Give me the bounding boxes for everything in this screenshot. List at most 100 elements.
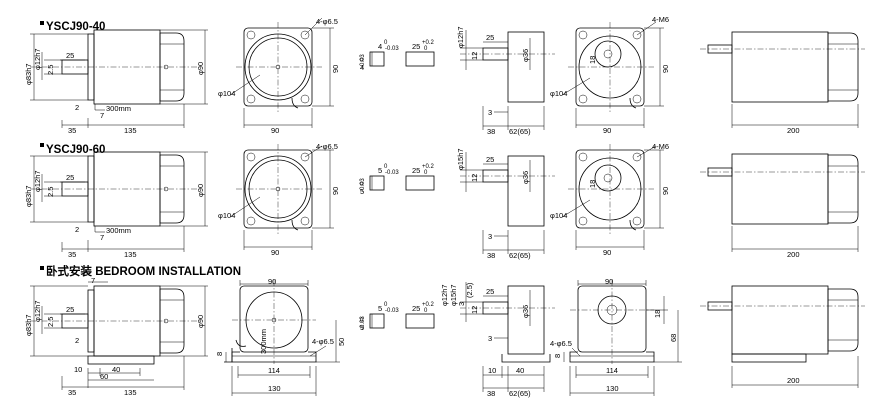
svg-text:25: 25 — [66, 51, 74, 60]
svg-text:135: 135 — [124, 126, 137, 135]
svg-text:0: 0 — [424, 308, 428, 314]
svg-text:10: 10 — [488, 366, 496, 375]
row-title: YSCJ90-40 — [46, 21, 105, 33]
svg-text:25: 25 — [486, 33, 494, 42]
svg-text:300mm: 300mm — [106, 226, 131, 235]
svg-text:-0.03: -0.03 — [385, 308, 399, 314]
svg-text:200: 200 — [787, 126, 800, 135]
gearbox-side-view: φ15h7 25 12 φ36 3 38 62(65) — [456, 148, 555, 260]
svg-text:2.5: 2.5 — [46, 187, 55, 197]
svg-text:φ12h7: φ12h7 — [33, 48, 42, 70]
svg-text:135: 135 — [124, 388, 137, 397]
svg-text:90: 90 — [661, 187, 670, 195]
svg-text:38: 38 — [487, 251, 495, 260]
svg-text:8: 8 — [215, 352, 224, 356]
svg-text:200: 200 — [787, 250, 800, 259]
svg-text:7: 7 — [91, 276, 95, 285]
svg-text:+0.2: +0.2 — [422, 302, 435, 308]
gearbox-front-view: 4-M6 18 φ104 90 90 — [550, 142, 670, 257]
svg-text:18: 18 — [653, 310, 662, 318]
side-view-motor-foot: φ83h7 φ12h7 2.5 25 φ90 2 7 10 40 60 35 1… — [24, 276, 208, 397]
svg-text:5: 5 — [378, 304, 382, 313]
svg-text:12: 12 — [470, 174, 479, 182]
svg-text:φ83h7: φ83h7 — [24, 314, 33, 336]
svg-text:2: 2 — [75, 225, 79, 234]
svg-text:(2.5): (2.5) — [465, 282, 474, 298]
svg-text:φ83h7: φ83h7 — [24, 63, 33, 85]
gearbox-side-view-foot: φ12h7 φ15h7 3 (2.5) 25 12 φ36 3 10 40 38… — [440, 282, 555, 398]
svg-text:+0.2: +0.2 — [422, 40, 435, 46]
svg-text:-0.03: -0.03 — [385, 46, 399, 52]
svg-text:φ36: φ36 — [521, 305, 530, 318]
row-title: 卧式安装 BEDROOM INSTALLATION — [46, 264, 241, 278]
svg-text:130: 130 — [268, 384, 281, 393]
svg-text:φ12h7: φ12h7 — [33, 170, 42, 192]
svg-text:2: 2 — [75, 336, 79, 345]
svg-text:90: 90 — [661, 65, 670, 73]
overall-view-foot: 200 — [700, 285, 865, 388]
svg-text:68: 68 — [669, 334, 678, 342]
svg-text:90: 90 — [605, 277, 613, 286]
svg-text:5: 5 — [378, 166, 382, 175]
svg-text:114: 114 — [268, 366, 280, 375]
svg-text:8: 8 — [553, 354, 562, 358]
svg-text:φ15h7: φ15h7 — [449, 284, 458, 306]
svg-text:90: 90 — [271, 248, 279, 257]
svg-text:25: 25 — [486, 287, 494, 296]
svg-text:3: 3 — [488, 232, 492, 241]
key-detail-long: 25 +0.2 0 — [405, 164, 435, 191]
svg-text:5: 5 — [360, 187, 364, 196]
svg-text:300mm: 300mm — [106, 104, 131, 113]
svg-text:φ83h7: φ83h7 — [24, 185, 33, 207]
side-view-motor: φ83h7 φ12h7 2.5 25 φ90 2 7 300mm 35 135 — [24, 29, 208, 135]
svg-text:φ12h7: φ12h7 — [440, 284, 449, 306]
svg-text:38: 38 — [487, 127, 495, 136]
svg-text:35: 35 — [68, 250, 76, 259]
overall-view: 200 — [700, 31, 865, 135]
svg-text:φ104: φ104 — [218, 211, 235, 220]
svg-text:90: 90 — [331, 187, 340, 195]
svg-text:φ90: φ90 — [196, 184, 205, 197]
svg-text:62(65): 62(65) — [509, 251, 531, 260]
svg-text:φ104: φ104 — [550, 211, 567, 220]
svg-text:0: 0 — [360, 58, 364, 64]
svg-text:135: 135 — [124, 250, 137, 259]
svg-text:φ15h7: φ15h7 — [456, 148, 465, 170]
svg-text:50: 50 — [337, 338, 346, 346]
svg-text:5: 5 — [360, 323, 364, 332]
svg-text:3: 3 — [457, 302, 466, 306]
title-marker — [40, 21, 44, 25]
svg-text:-0.03: -0.03 — [360, 54, 366, 68]
svg-text:0: 0 — [424, 46, 428, 52]
svg-text:4-M6: 4-M6 — [652, 142, 669, 151]
svg-text:114: 114 — [606, 366, 618, 375]
svg-text:4: 4 — [360, 63, 364, 72]
svg-text:12: 12 — [470, 306, 479, 314]
gearbox-side-view: φ12h7 25 12 φ36 3 38 62(65) — [456, 26, 555, 136]
svg-text:φ90: φ90 — [196, 315, 205, 328]
svg-text:2.5: 2.5 — [46, 65, 55, 75]
svg-text:25: 25 — [486, 155, 494, 164]
title-marker — [40, 143, 44, 147]
svg-text:90: 90 — [268, 277, 276, 286]
svg-text:25: 25 — [66, 173, 74, 182]
gearbox-front-view: 4-M6 18 φ104 90 90 — [550, 15, 670, 135]
key-detail-small: 5 0 -0.03 5 0 -0.03 — [360, 164, 399, 196]
svg-text:35: 35 — [68, 126, 76, 135]
svg-text:4-φ6.5: 4-φ6.5 — [550, 339, 572, 348]
svg-text:0: 0 — [384, 164, 388, 170]
svg-text:300mm: 300mm — [259, 329, 268, 354]
svg-text:62(65): 62(65) — [509, 127, 531, 136]
svg-text:φ36: φ36 — [521, 49, 530, 62]
svg-text:90: 90 — [603, 126, 611, 135]
svg-text:200: 200 — [787, 376, 800, 385]
svg-text:0: 0 — [384, 302, 388, 308]
svg-text:3: 3 — [488, 334, 492, 343]
svg-text:-0.03: -0.03 — [360, 316, 366, 330]
key-detail-long: 25 +0.2 0 — [405, 302, 435, 329]
front-view-flange: 4-φ6.5 φ104 90 90 — [218, 17, 340, 135]
svg-text:90: 90 — [603, 248, 611, 257]
svg-text:130: 130 — [606, 384, 619, 393]
svg-text:90: 90 — [331, 65, 340, 73]
